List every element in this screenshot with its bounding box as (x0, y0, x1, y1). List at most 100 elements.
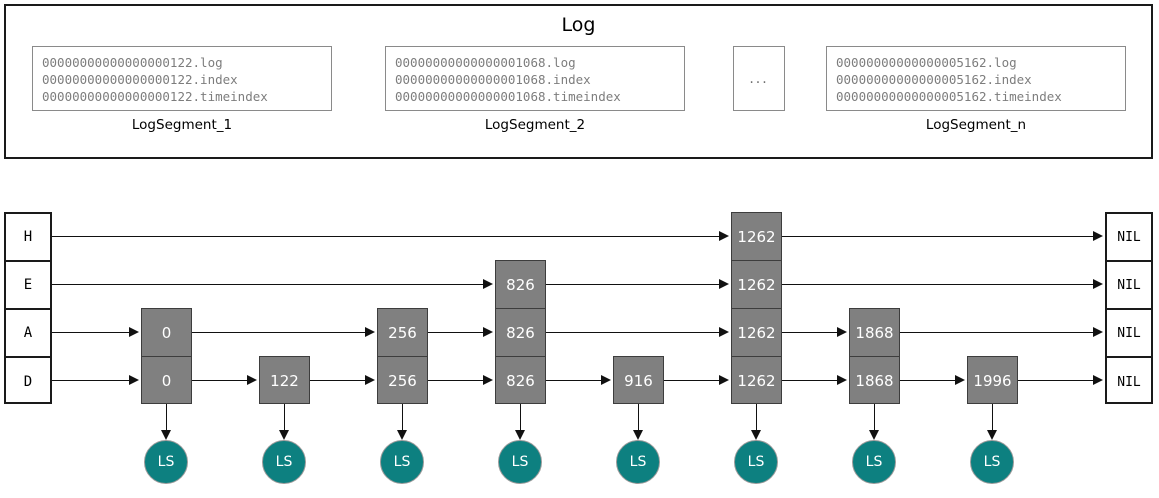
log-segment-ref[interactable]: LS (498, 440, 542, 484)
log-segment-label-2: LogSegment_2 (484, 117, 586, 133)
node-cell: 916 (624, 372, 653, 390)
head-level-h: H (6, 214, 50, 262)
link-node-to-ls (756, 404, 757, 430)
log-file-name: 00000000000000005162.log (836, 55, 1017, 70)
node-cell: 1262 (737, 372, 776, 390)
log-segment-ref[interactable]: LS (262, 440, 306, 484)
log-file-name: 00000000000000005162.timeindex (836, 89, 1062, 104)
node-cell: 826 (506, 372, 535, 390)
log-segment-ref[interactable]: LS (970, 440, 1014, 484)
arrowhead-icon (514, 430, 525, 440)
link-node-to-ls (638, 404, 639, 430)
link-d-1996-to-nil (1018, 380, 1093, 381)
link-h-1262-to-nil (782, 236, 1093, 237)
skiplist-node-1868[interactable]: 1868 1868 (849, 308, 900, 404)
log-segment-ref[interactable]: LS (734, 440, 778, 484)
link-e-826-to-1262 (546, 284, 719, 285)
arrowhead-icon (719, 326, 729, 337)
node-cell: 1868 (855, 372, 894, 390)
log-segment-ref[interactable]: LS (852, 440, 896, 484)
log-segment-label-n: LogSegment_n (925, 117, 1027, 133)
arrowhead-icon (1093, 278, 1103, 289)
nil-level-0: NIL (1107, 214, 1151, 262)
link-a-826-to-1262 (546, 332, 719, 333)
node-cell: 122 (270, 372, 299, 390)
node-cell: 826 (496, 309, 545, 357)
log-panel: Log 00000000000000000122.log 00000000000… (4, 4, 1153, 159)
link-d-826-to-916 (546, 380, 601, 381)
arrowhead-icon (483, 278, 493, 289)
link-e-1262-to-nil (782, 284, 1093, 285)
log-segment-box-n: 00000000000000005162.log 000000000000000… (826, 46, 1126, 111)
link-d-916-to-1262 (664, 380, 719, 381)
arrowhead-icon (1093, 230, 1103, 241)
skiplist-node-916[interactable]: 916 (613, 356, 664, 404)
arrowhead-icon (955, 374, 965, 385)
skiplist-node-122[interactable]: 122 (259, 356, 310, 404)
arrowhead-icon (632, 430, 643, 440)
head-level-e: E (6, 262, 50, 310)
log-segment-ref[interactable]: LS (380, 440, 424, 484)
log-segment-ref[interactable]: LS (144, 440, 188, 484)
link-d-head-to-0 (52, 380, 129, 381)
link-d-1868-to-1996 (900, 380, 955, 381)
node-cell: 1262 (732, 213, 781, 261)
link-node-to-ls (402, 404, 403, 430)
node-cell: 1262 (732, 309, 781, 357)
nil-level-3: NIL (1117, 374, 1141, 390)
arrowhead-icon (278, 430, 289, 440)
arrowhead-icon (1093, 374, 1103, 385)
skiplist-head-column: H E A D (4, 212, 52, 404)
log-segment-group-1: 00000000000000000122.log 000000000000000… (32, 46, 332, 133)
log-file-name: 00000000000000001068.timeindex (395, 89, 621, 104)
node-cell: 1262 (732, 261, 781, 309)
log-panel-title: Log (561, 14, 596, 36)
arrowhead-icon (483, 374, 493, 385)
link-node-to-ls (520, 404, 521, 430)
skiplist-node-1996[interactable]: 1996 (967, 356, 1018, 404)
node-cell: 0 (161, 372, 172, 390)
skiplist-node-0[interactable]: 0 0 (141, 308, 192, 404)
link-node-to-ls (992, 404, 993, 430)
log-file-name: 00000000000000005162.index (836, 72, 1032, 87)
arrowhead-icon (1093, 326, 1103, 337)
log-segment-group-2: 00000000000000001068.log 000000000000000… (385, 46, 685, 133)
skiplist-node-1262[interactable]: 1262 1262 1262 1262 (731, 212, 782, 404)
skiplist-nil-column: NIL NIL NIL NIL (1105, 212, 1153, 404)
log-file-name: 00000000000000000122.timeindex (42, 89, 268, 104)
link-a-1868-to-nil (900, 332, 1093, 333)
arrowhead-icon (483, 326, 493, 337)
log-file-name: 00000000000000000122.index (42, 72, 238, 87)
arrowhead-icon (129, 326, 139, 337)
arrowhead-icon (837, 326, 847, 337)
link-d-0-to-122 (192, 380, 247, 381)
link-node-to-ls (284, 404, 285, 430)
link-node-to-ls (166, 404, 167, 430)
arrowhead-icon (160, 430, 171, 440)
node-cell: 0 (142, 309, 191, 357)
log-segment-box-2: 00000000000000001068.log 000000000000000… (385, 46, 685, 111)
nil-level-1: NIL (1107, 262, 1151, 310)
link-d-256-to-826 (428, 380, 483, 381)
link-a-0-to-256 (192, 332, 365, 333)
arrowhead-icon (365, 326, 375, 337)
arrowhead-icon (129, 374, 139, 385)
arrowhead-icon (986, 430, 997, 440)
log-segment-ref[interactable]: LS (616, 440, 660, 484)
log-segment-ellipsis: ... (733, 46, 785, 111)
node-cell: 256 (378, 309, 427, 357)
log-file-name: 00000000000000000122.log (42, 55, 223, 70)
skiplist-node-256[interactable]: 256 256 (377, 308, 428, 404)
arrowhead-icon (837, 374, 847, 385)
skiplist-node-826[interactable]: 826 826 826 (495, 260, 546, 404)
node-cell: 1868 (850, 309, 899, 357)
arrowhead-icon (750, 430, 761, 440)
log-segment-label-1: LogSegment_1 (131, 117, 233, 133)
arrowhead-icon (365, 374, 375, 385)
link-e-head-to-826 (52, 284, 483, 285)
link-h-head-to-1262 (52, 236, 719, 237)
node-cell: 256 (388, 372, 417, 390)
head-level-a: A (6, 310, 50, 358)
log-segment-ellipsis-group: ... (733, 46, 785, 111)
skiplist-diagram: H E A D NIL NIL NIL NIL 0 0 122 256 256 … (0, 200, 1159, 498)
